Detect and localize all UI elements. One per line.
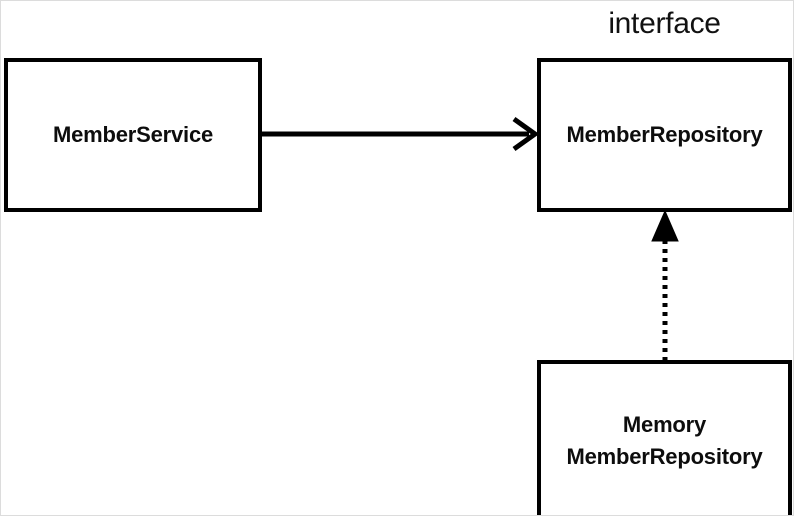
class-box-memory-member-repository-label: Memory MemberRepository — [566, 412, 763, 469]
edge-uses-arrowhead-icon — [512, 116, 540, 152]
class-box-member-repository[interactable]: MemberRepository — [537, 58, 792, 212]
class-box-memory-member-repository[interactable]: Memory MemberRepository — [537, 360, 792, 515]
class-box-member-repository-label: MemberRepository — [566, 122, 763, 148]
edge-uses — [260, 116, 540, 152]
edge-implements-arrowhead-icon — [651, 209, 679, 242]
edge-implements — [651, 209, 679, 361]
class-box-member-service-label: MemberService — [52, 122, 214, 148]
class-box-member-service[interactable]: MemberService — [4, 58, 262, 212]
interface-stereotype-label: interface — [608, 7, 721, 40]
